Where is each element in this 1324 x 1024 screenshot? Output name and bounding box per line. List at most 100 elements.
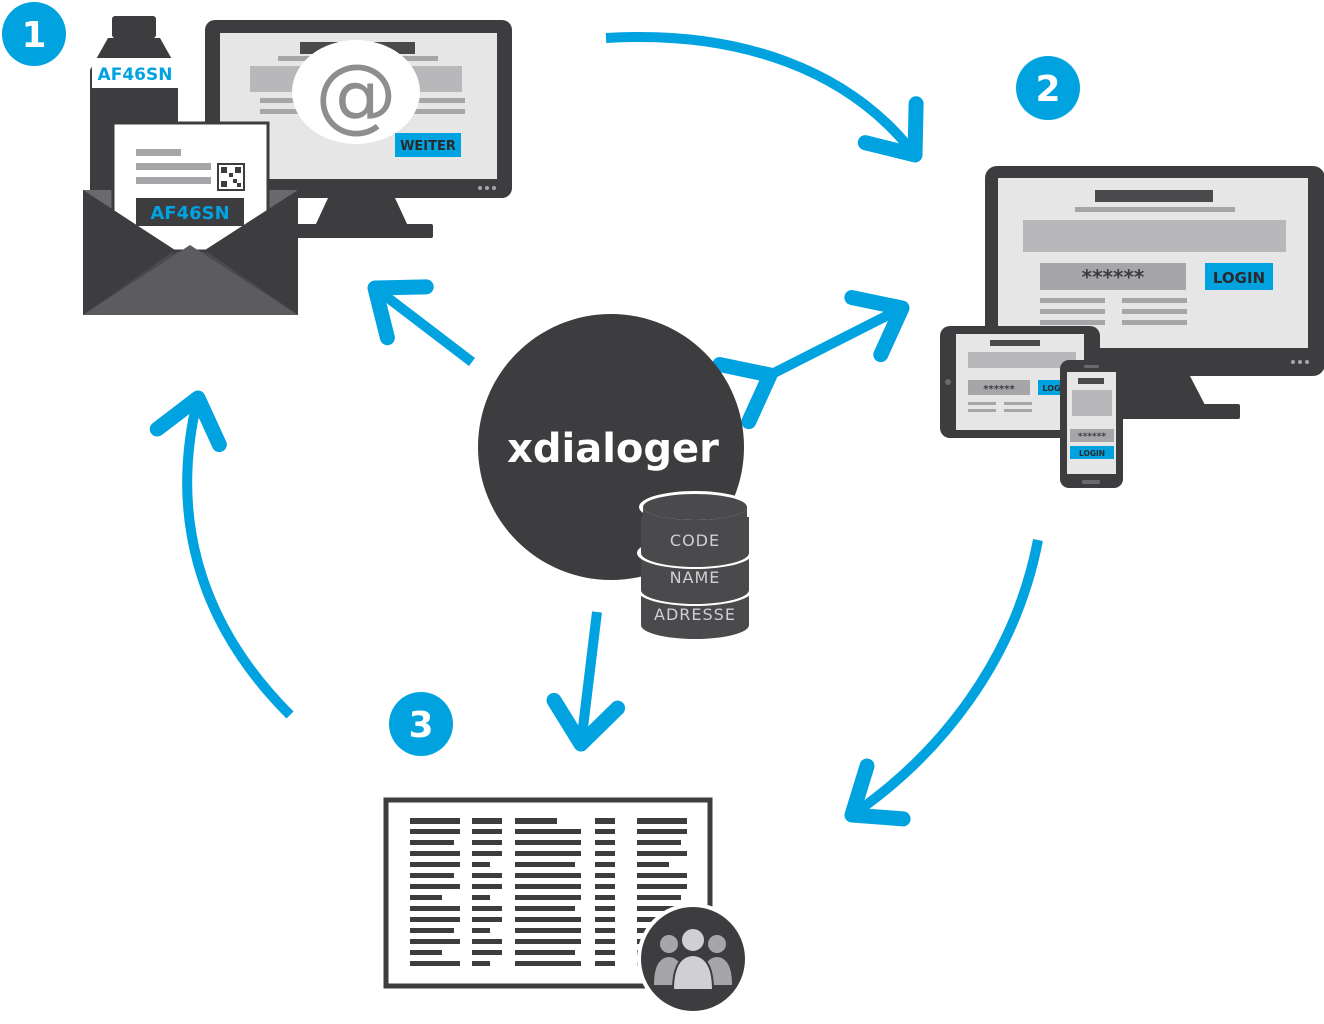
table-cell-bar (472, 873, 502, 878)
table-cell-bar (595, 884, 615, 889)
table-cell-bar (410, 928, 454, 933)
table-cell-bar (472, 829, 502, 834)
table-cell-bar (637, 873, 687, 878)
step-number-1: 1 (21, 15, 46, 56)
table-cell-bar (515, 961, 581, 966)
user-group-icon (637, 903, 749, 1015)
table-cell-bar (595, 873, 615, 878)
brand-name: xdialoger (507, 426, 719, 472)
table-cell-bar (472, 862, 490, 867)
table-cell-bar (472, 851, 502, 856)
table-cell-bar (637, 884, 687, 889)
table-cell-bar (472, 895, 490, 900)
table-cell-bar (410, 851, 460, 856)
table-cell-bar (595, 950, 615, 955)
table-cell-bar (515, 851, 581, 856)
tablet-login-button-label: LOGI (1042, 384, 1063, 393)
table-cell-bar (472, 917, 502, 922)
table-cell-bar (595, 895, 615, 900)
database-icon: CODE NAME ADRESSE (637, 491, 753, 639)
table-cell-bar (410, 950, 442, 955)
table-cell-bar (595, 906, 615, 911)
table-cell-bar (472, 906, 502, 911)
table-cell-bar (472, 928, 490, 933)
tablet-password-field: ****** (983, 384, 1015, 395)
step-badge-2: 2 (1016, 56, 1080, 120)
table-cell-bar (595, 939, 615, 944)
table-cell-bar (595, 917, 615, 922)
table-cell-bar (515, 873, 581, 878)
arrow-center-to-step1 (367, 279, 476, 366)
table-cell-bar (472, 818, 502, 824)
step1-illustration: WEITER @ AF46SN (83, 16, 512, 315)
table-cell-bar (515, 906, 575, 911)
table-cell-bar (410, 961, 460, 966)
table-cell-bar (637, 818, 687, 824)
table-cell-bar (515, 917, 581, 922)
table-cell-bar (515, 939, 581, 944)
db-field-name: NAME (670, 568, 721, 587)
table-cell-bar (410, 873, 454, 878)
letter-code: AF46SN (150, 203, 229, 224)
step-badge-3: 3 (389, 692, 453, 756)
table-cell-bar (515, 895, 581, 900)
table-cell-bar (410, 895, 442, 900)
step3-illustration (383, 797, 749, 1015)
table-cell-bar (637, 906, 687, 911)
bottle-code: AF46SN (98, 65, 173, 85)
table-cell-bar (515, 884, 581, 889)
flow-arrows (149, 32, 1043, 827)
table-cell-bar (410, 906, 460, 911)
table-cell-bar (595, 818, 615, 824)
table-cell-bar (472, 950, 502, 955)
table-cell-bar (410, 939, 460, 944)
table-cell-bar (410, 884, 460, 889)
table-cell-bar (595, 840, 615, 845)
step2-illustration: ****** LOGIN ****** LOGI (940, 166, 1324, 488)
step-badge-1: 1 (2, 2, 66, 66)
table-cell-bar (595, 851, 615, 856)
phone-login-button-label: LOGIN (1079, 449, 1105, 458)
step-number-2: 2 (1035, 69, 1060, 110)
step-number-3: 3 (408, 705, 433, 746)
db-field-code: CODE (670, 531, 720, 550)
table-cell-bar (637, 917, 669, 922)
arrow-step3-to-step1 (149, 390, 294, 719)
qr-code-icon (217, 163, 245, 191)
table-cell-bar (637, 895, 681, 900)
table-cell-bar (637, 862, 669, 867)
table-cell-bar (472, 961, 490, 966)
table-cell-bar (595, 862, 615, 867)
table-cell-bar (637, 851, 687, 856)
arrow-step1-to-step2 (605, 32, 924, 163)
desktop-password-field: ****** (1082, 265, 1145, 289)
db-field-adresse: ADRESSE (654, 605, 736, 624)
table-cell-bar (410, 818, 460, 824)
table-cell-bar (410, 917, 460, 922)
table-cell-bar (472, 840, 502, 845)
table-cell-bar (515, 829, 581, 834)
envelope-icon: AF46SN (83, 121, 298, 315)
table-cell-bar (410, 829, 460, 834)
table-cell-bar (472, 884, 502, 889)
arrow-center-to-step3 (546, 611, 626, 752)
table-cell-bar (410, 862, 460, 867)
phone-password-field: ****** (1078, 432, 1107, 442)
desktop-login-button-label: LOGIN (1213, 269, 1265, 287)
phone-login-icon: ****** LOGIN (1060, 360, 1123, 488)
table-cell-bar (472, 939, 502, 944)
table-cell-bar (637, 829, 687, 834)
arrow-step2-to-step3 (844, 539, 1043, 827)
weiter-button-label: WEITER (400, 139, 456, 154)
at-icon: @ (315, 47, 397, 142)
table-cell-bar (595, 961, 615, 966)
arrow-center-step2-bidirectional (712, 290, 910, 430)
table-cell-bar (515, 950, 575, 955)
table-cell-bar (515, 818, 557, 824)
table-cell-bar (515, 862, 575, 867)
table-cell-bar (515, 928, 581, 933)
table-cell-bar (515, 840, 581, 845)
table-cell-bar (595, 928, 615, 933)
desktop-login-icon: ****** LOGIN (985, 166, 1324, 419)
